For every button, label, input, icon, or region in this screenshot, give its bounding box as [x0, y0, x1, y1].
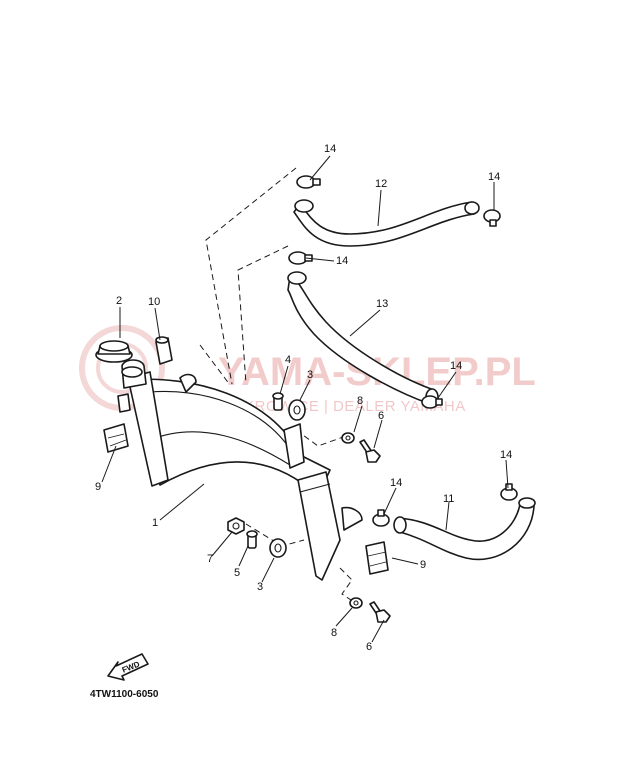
radiator-mount-tab [283, 423, 305, 469]
hose-clamp-icon [500, 483, 518, 501]
collar-upper [272, 392, 284, 411]
right-tank-edge [299, 483, 331, 493]
hose-12-body [293, 201, 475, 247]
nut [227, 517, 245, 535]
pad-left [103, 423, 129, 453]
lower-radiator-hose [393, 497, 536, 561]
upper-radiator-hose [293, 199, 480, 247]
callout-13: 13 [376, 298, 388, 310]
collar-lower [246, 530, 258, 549]
hose-12-end-right [464, 201, 480, 215]
guide-line-bolt-lower [339, 567, 355, 603]
callout-14d: 14 [450, 360, 462, 372]
callout-5: 5 [234, 567, 240, 579]
radiator-bracket [117, 393, 131, 413]
hose-clamp-icon [421, 395, 443, 409]
guide-line-bolt-upper [295, 429, 347, 447]
guide-line-hose10 [199, 344, 231, 386]
callout-6a: 6 [378, 410, 384, 422]
hose-clamp-icon [372, 509, 390, 527]
callout-8a: 8 [357, 395, 363, 407]
hose-12-end-left [294, 199, 314, 213]
radiator-fin-line-1 [149, 390, 293, 453]
callout-14e: 14 [390, 477, 402, 489]
hose-11-end-left [393, 516, 407, 534]
callout-1: 1 [152, 517, 158, 529]
callout-9a: 9 [95, 481, 101, 493]
hose-clamp-icon [296, 175, 321, 189]
hose-11-end-right [518, 497, 536, 509]
hose-clamp-icon [483, 209, 501, 227]
breather-hose-end [155, 336, 169, 344]
callout-3a: 3 [307, 369, 313, 381]
hose-11-body [397, 503, 535, 561]
pad-right [365, 541, 389, 575]
washer-lower [349, 597, 363, 609]
radiator-fin-line-2 [149, 431, 291, 466]
watermark-sub-text: WOJ. KROWICE | DEALER YAMAHA [200, 398, 466, 415]
callout-8b: 8 [331, 627, 337, 639]
radiator-outlet-pipe [341, 506, 363, 531]
drawing-code: 4TW1100-6050 [90, 689, 159, 700]
callout-14b: 14 [488, 171, 500, 183]
guide-line-hose13 [237, 245, 289, 385]
bolt-lower [369, 601, 391, 623]
hose-13-end-top [287, 271, 307, 285]
callout-14c: 14 [336, 255, 348, 267]
callout-3b: 3 [257, 581, 263, 593]
callout-10: 10 [148, 296, 160, 308]
radiator-cap [95, 340, 133, 363]
washer-upper [341, 432, 355, 444]
radiator-right-tank [297, 471, 341, 581]
breather-hose [155, 336, 173, 365]
callout-4: 4 [285, 354, 291, 366]
callout-7: 7 [207, 553, 213, 565]
bolt-upper [359, 439, 381, 463]
grommet-lower [269, 538, 287, 558]
forward-arrow-icon: FWD [107, 653, 149, 681]
callout-9b: 9 [420, 559, 426, 571]
callout-labels: 14 12 14 14 13 2 10 4 3 14 8 6 9 1 14 14… [95, 143, 512, 653]
callout-6b: 6 [366, 641, 372, 653]
cap-top [99, 340, 129, 352]
radiator-core [117, 359, 363, 581]
callout-2: 2 [116, 295, 122, 307]
guide-line-hose12 [205, 167, 297, 385]
grommet-upper [288, 399, 306, 421]
leader-lines [101, 155, 509, 643]
callout-14a: 14 [324, 143, 336, 155]
callout-11: 11 [443, 493, 454, 505]
callout-14f: 14 [500, 449, 512, 461]
callout-12: 12 [375, 178, 387, 190]
radiator-inlet-pipe [179, 373, 197, 393]
filler-neck-opening [121, 366, 143, 378]
